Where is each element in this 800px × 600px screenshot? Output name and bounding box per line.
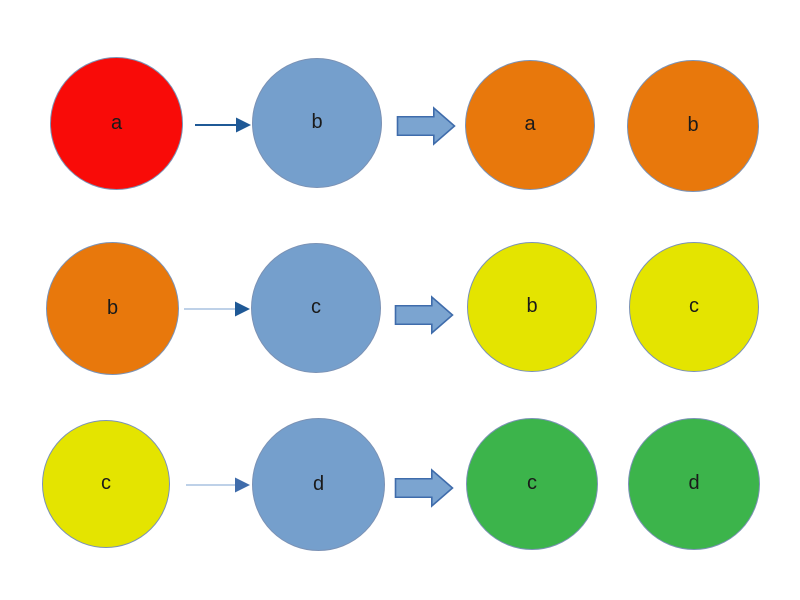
circle-node-result-1-row3[interactable]: c [466, 418, 598, 550]
circle-node-source-row3[interactable]: c [42, 420, 170, 548]
result-block-arrow-row1 [396, 106, 456, 146]
circle-node-label: c [311, 296, 321, 318]
circle-node-source-row1[interactable]: a [50, 57, 183, 190]
arrow-head [236, 117, 251, 133]
block-arrow-shape [394, 468, 454, 508]
block-arrow-shape [396, 106, 456, 146]
circle-node-label: b [106, 296, 119, 319]
circle-node-label: d [688, 472, 700, 494]
circle-node-label: a [524, 113, 536, 135]
transition-arrow-row3 [186, 477, 250, 493]
circle-node-target-row3[interactable]: d [252, 418, 385, 551]
circle-node-label: c [101, 472, 111, 494]
arrow-head [235, 477, 250, 493]
circle-node-label: c [527, 472, 537, 494]
circle-node-label: b [526, 295, 538, 317]
circle-node-label: b [687, 114, 699, 136]
circle-node-target-row1[interactable]: b [252, 58, 382, 188]
result-block-arrow-row2 [394, 295, 454, 335]
circle-node-result-1-row1[interactable]: a [465, 60, 595, 190]
circle-node-label: c [689, 295, 699, 317]
result-block-arrow-row3 [394, 468, 454, 508]
circle-node-label: b [311, 111, 323, 133]
transition-arrow-row1 [195, 117, 251, 133]
circle-node-label: d [312, 472, 325, 495]
circle-node-label: a [110, 111, 123, 134]
transition-arrow-row2 [184, 301, 250, 317]
arrow-head [235, 301, 250, 317]
circle-node-result-2-row2[interactable]: c [629, 242, 759, 372]
block-arrow-shape [394, 295, 454, 335]
circle-node-target-row2[interactable]: c [251, 243, 381, 373]
circle-node-result-1-row2[interactable]: b [467, 242, 597, 372]
circle-node-result-2-row3[interactable]: d [628, 418, 760, 550]
circle-node-result-2-row1[interactable]: b [627, 60, 759, 192]
circle-node-source-row2[interactable]: b [46, 242, 179, 375]
